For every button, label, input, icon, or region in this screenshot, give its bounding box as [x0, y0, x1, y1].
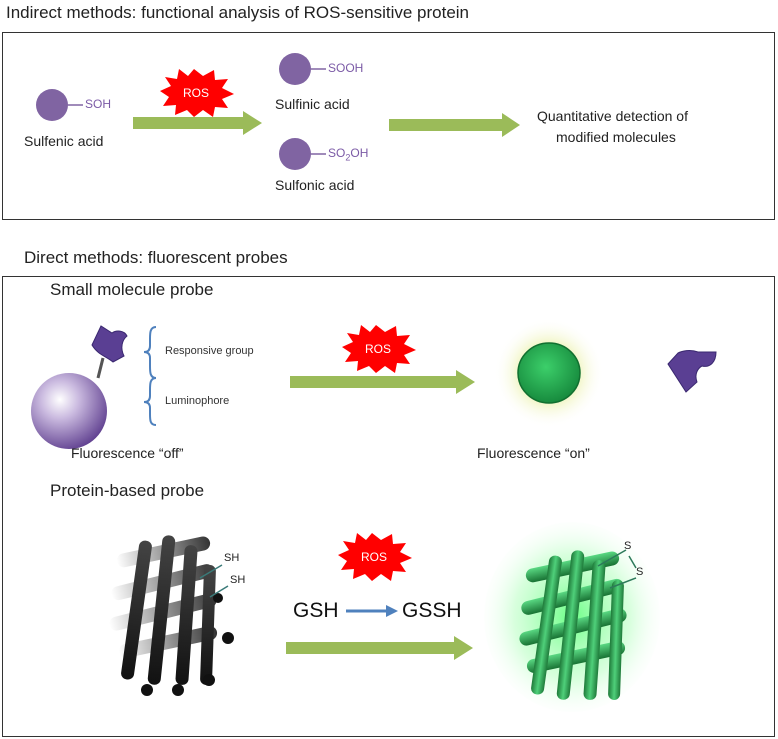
sulfenic-group-label: SOH [85, 97, 112, 111]
sulfinic-acid-label: Sulfinic acid [275, 96, 350, 112]
s-label-1: S [624, 540, 632, 552]
protein-based-probe-title: Protein-based probe [50, 481, 205, 500]
disulfide-bond-3 [609, 577, 637, 589]
luminophore-brace [143, 377, 157, 426]
indirect-arrow-2 [389, 113, 520, 137]
gsh-label: GSH [293, 599, 339, 622]
responsive-group-brace [143, 326, 157, 379]
ros-burst-3 [338, 533, 412, 581]
sulfonic-group-main: SO [328, 146, 346, 160]
disulfide-bond-1 [597, 549, 627, 567]
sulfenic-protein-circle [36, 89, 68, 121]
sulfonic-group-sub: 2 [345, 152, 351, 163]
gssh-label: GSSH [402, 599, 462, 622]
ros-label-1: ROS [183, 86, 210, 100]
direct-methods-title: Direct methods: fluorescent probes [24, 248, 288, 267]
indirect-methods-title: Indirect methods: functional analysis of… [6, 3, 470, 22]
sulfonic-group-tail: OH [350, 146, 369, 160]
sulfinic-group-label: SOOH [328, 61, 364, 75]
released-responsive-group [667, 349, 717, 393]
detection-label-line2: modified molecules [556, 129, 676, 145]
luminophore-sphere [31, 373, 107, 449]
responsive-group-label: Responsive group [165, 345, 254, 357]
ros-label-2: ROS [365, 342, 392, 356]
sulfonic-protein-circle [279, 138, 311, 170]
sh-label-1: SH [224, 552, 240, 564]
small-probe-arrow [290, 370, 475, 394]
indirect-arrow-1 [133, 111, 262, 135]
direct-methods-panel [2, 276, 775, 737]
detection-label-line1: Quantitative detection of [537, 108, 688, 124]
ros-burst-1 [160, 69, 234, 117]
sulfenic-acid-label: Sulfenic acid [24, 133, 104, 149]
sulfonic-group-label: SO2OH [328, 146, 368, 162]
fluorescent-circle [517, 342, 581, 404]
gsh-arrow-head [386, 605, 398, 617]
sulfonic-acid-label: Sulfonic acid [275, 177, 355, 193]
indirect-methods-panel [2, 32, 775, 220]
fluorescence-on-label: Fluorescence “on” [477, 445, 590, 461]
sh-bond-1 [199, 564, 223, 579]
responsive-group-shape [91, 325, 128, 363]
luminophore-label: Luminophore [165, 395, 230, 407]
ros-burst-2 [342, 325, 416, 373]
protein-barrel-green [519, 550, 627, 700]
protein-probe-arrow [286, 636, 473, 660]
protein-barrel-grey [109, 535, 234, 696]
ros-label-3: ROS [361, 550, 388, 564]
sulfinic-protein-circle [279, 53, 311, 85]
s-label-2: S [636, 566, 644, 578]
small-molecule-probe-title: Small molecule probe [50, 280, 214, 299]
probe-linker [96, 357, 105, 379]
disulfide-bond-2 [628, 555, 637, 569]
sh-bond-2 [209, 585, 229, 598]
sh-label-2: SH [230, 574, 246, 586]
fluorescence-off-label: Fluorescence “off” [71, 445, 184, 461]
